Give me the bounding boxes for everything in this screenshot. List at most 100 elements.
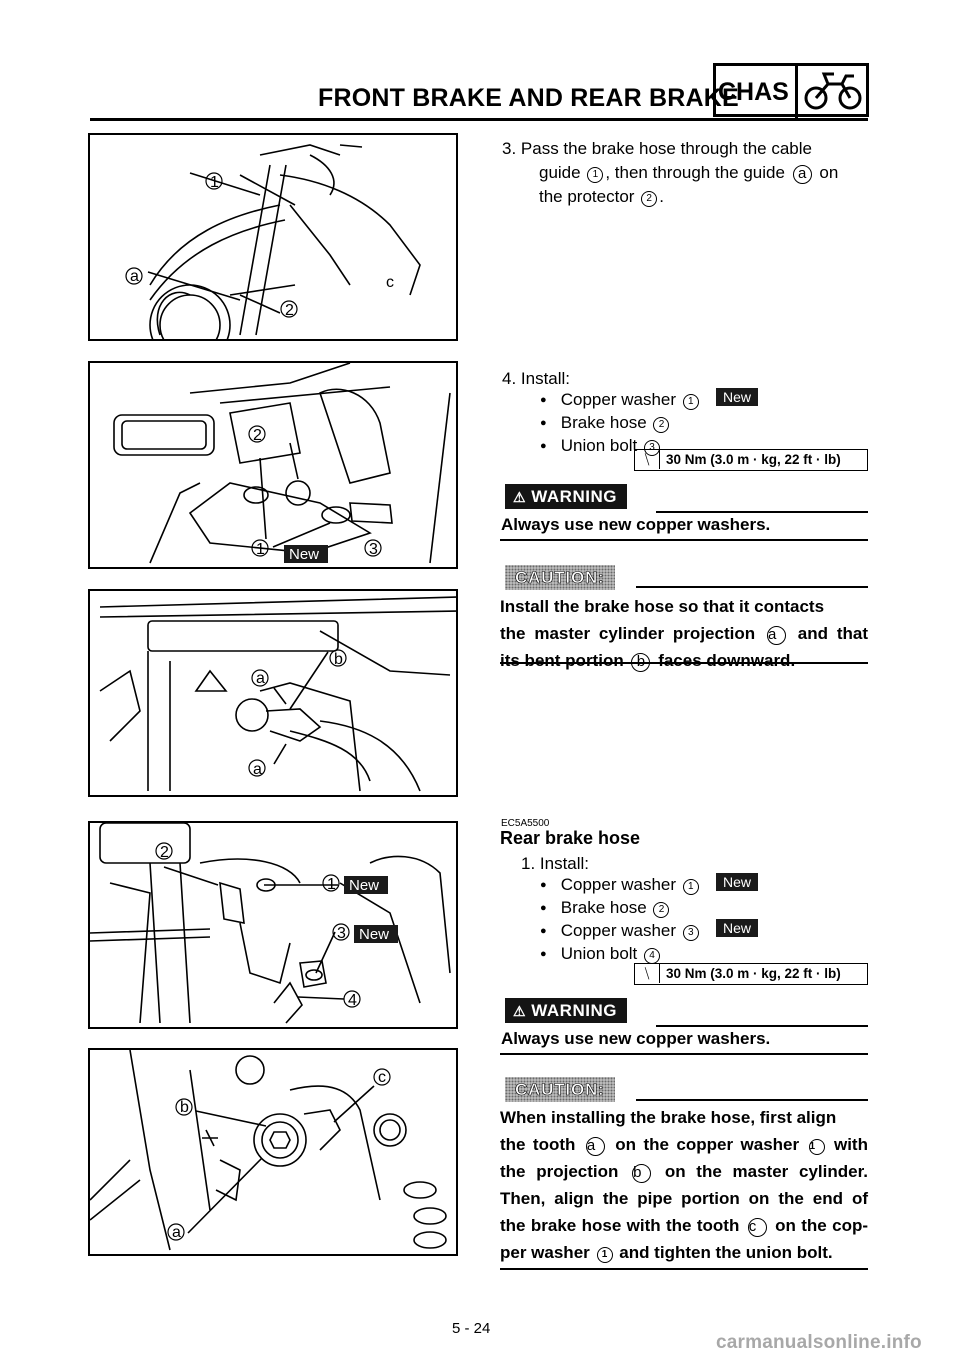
- text: guide: [539, 163, 581, 182]
- callout-a: a: [130, 268, 139, 285]
- watermark: carmanualsonline.info: [716, 1332, 922, 1353]
- text: the tooth: [500, 1135, 576, 1154]
- num-1: 1: [596, 1247, 613, 1263]
- caution-line: per washer 1 and tighten the union bolt.: [500, 1239, 868, 1266]
- text: , then through the guide: [605, 163, 785, 182]
- torque-spec: ⧹ 30 Nm (3.0 m · kg, 22 ft · lb): [634, 449, 868, 471]
- warning-text: Always use new copper washers.: [501, 515, 771, 534]
- text: on the cop-: [775, 1216, 868, 1235]
- torque-value: 30 Nm (3.0 m · kg, 22 ft · lb): [666, 452, 841, 467]
- list-item: Copper washer 1: [540, 388, 701, 412]
- text: Copper washer: [560, 875, 677, 894]
- num-1: 1: [682, 879, 699, 895]
- section-code: EC5A5500: [501, 818, 550, 829]
- new-tag-label: New: [716, 873, 759, 891]
- warning-text: Always use new copper washers.: [501, 1029, 771, 1048]
- letter-a: a: [792, 165, 812, 184]
- callout-4: 4: [348, 992, 357, 1009]
- warning-label: ⚠ WARNING: [505, 998, 627, 1023]
- header-rule: [90, 118, 868, 121]
- caution-rule: [636, 1099, 868, 1101]
- text: on: [819, 163, 839, 182]
- num-2: 2: [653, 417, 670, 433]
- new-tag: New: [716, 919, 759, 938]
- num-2: 2: [641, 191, 658, 207]
- text: .: [659, 187, 664, 206]
- caution-rule-bottom: [500, 662, 868, 664]
- text: the master cylinder projection: [500, 624, 756, 643]
- caution-line: Then, align the pipe portion on the end …: [500, 1189, 868, 1208]
- text: Brake hose: [560, 898, 647, 917]
- num-3: 3: [682, 925, 699, 941]
- text: the protector: [539, 187, 635, 206]
- new-tag: New: [716, 873, 759, 892]
- step-3-line-2: guide 1, then through the guide a on: [539, 159, 869, 186]
- section-badge: [713, 63, 869, 117]
- warning-rule: [656, 511, 868, 513]
- callout-1: 1: [210, 174, 219, 191]
- caution-text: When installing the brake hose, first al…: [500, 1104, 868, 1266]
- section-badge-label: CHAS: [718, 78, 789, 106]
- warning-label-text: WARNING: [531, 1001, 617, 1020]
- caution-line: When installing the brake hose, first al…: [500, 1108, 837, 1127]
- warning-label: ⚠ WARNING: [505, 484, 627, 509]
- num-2: 2: [653, 902, 670, 918]
- text: Union bolt: [560, 436, 638, 455]
- warning-icon: ⚠: [513, 1003, 527, 1019]
- caution-rule: [636, 586, 868, 588]
- text: on the master cylinder.: [664, 1162, 868, 1181]
- text: Union bolt: [560, 944, 638, 963]
- caution-line: the projection b on the master cylinder.: [500, 1158, 868, 1185]
- caution-label: CAUTION:: [505, 565, 615, 590]
- step-3-line-3: the protector 2.: [539, 183, 869, 210]
- figure-master-cylinder-projection: a b a: [88, 589, 458, 797]
- caution-label-text: CAUTION:: [505, 1077, 615, 1102]
- letter-c: c: [747, 1218, 767, 1237]
- caution-label-text: CAUTION:: [505, 565, 615, 590]
- text: Brake hose: [560, 413, 647, 432]
- callout-3: 3: [369, 541, 378, 558]
- callout-2: 2: [160, 844, 169, 861]
- callout-c: c: [378, 1069, 386, 1086]
- text: on the copper washer: [615, 1135, 800, 1154]
- page-title: FRONT BRAKE AND REAR BRAKE: [318, 84, 739, 112]
- step-4: 4. Install:: [502, 369, 571, 388]
- num-1: 1: [682, 394, 699, 410]
- callout-2: 2: [253, 427, 262, 444]
- wrench-icon: ⧹: [635, 964, 660, 983]
- caution-rule-bottom: [500, 1268, 868, 1270]
- new-tag-label: New: [716, 919, 759, 937]
- motorcycle-icon: [802, 68, 864, 119]
- torque-spec: ⧹30 Nm (3.0 m · kg, 22 ft · lb): [634, 963, 868, 985]
- page-number: 5 - 24: [452, 1320, 491, 1337]
- num-3: 3: [644, 440, 661, 456]
- caution-line: its bent portion b faces downward.: [500, 647, 868, 674]
- figure-cable-guide: 1 a 2 c: [88, 133, 458, 341]
- section-title: Rear brake hose: [500, 828, 641, 848]
- list-item: Copper washer 1: [540, 873, 701, 897]
- num-1: 1: [808, 1139, 825, 1155]
- callout-3: 3: [337, 925, 346, 942]
- callout-2: 2: [285, 302, 294, 319]
- caution-line: Install the brake hose so that it contac…: [500, 597, 825, 616]
- step-1: 1. Install:: [521, 854, 590, 873]
- list-item: Union bolt 3: [540, 434, 662, 458]
- caution-label: CAUTION:: [505, 1077, 615, 1102]
- wrench-icon: ⧹: [635, 450, 660, 469]
- letter-a: a: [766, 626, 786, 645]
- callout-1: 1: [256, 541, 265, 558]
- caution-line: the brake hose with the tooth c on the c…: [500, 1212, 868, 1239]
- callout-c: c: [386, 274, 394, 291]
- new-tag: New: [349, 877, 379, 894]
- list-item: Brake hose 2: [540, 896, 671, 920]
- caution-text: Install the brake hose so that it contac…: [500, 593, 868, 674]
- warning-rule: [656, 1025, 868, 1027]
- new-tag-label: New: [716, 388, 759, 406]
- list-item: Copper washer 3: [540, 919, 701, 943]
- num-1: 1: [587, 167, 604, 183]
- new-tag-2: New: [359, 926, 389, 943]
- text: per washer: [500, 1243, 590, 1262]
- new-tag: New: [716, 388, 759, 407]
- caution-line: the tooth a on the copper washer 1 with: [500, 1131, 868, 1158]
- callout-a-2: a: [253, 761, 262, 778]
